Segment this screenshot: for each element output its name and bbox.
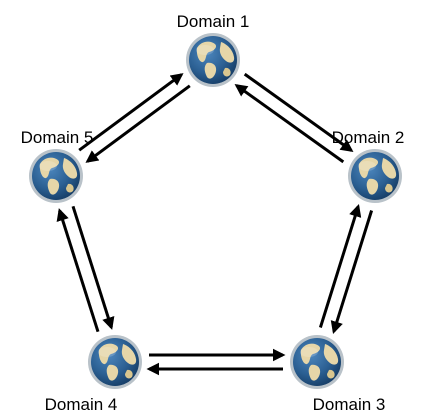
domain-node-3: Domain 3	[290, 335, 385, 414]
links-layer	[56, 72, 374, 376]
globe-icon	[186, 33, 240, 87]
domain-label: Domain 3	[313, 395, 386, 414]
domain-label: Domain 1	[177, 12, 250, 31]
globe-icon	[29, 149, 83, 203]
arrow-d5-to-d4	[71, 205, 115, 330]
domain-label: Domain 2	[332, 128, 405, 147]
arrow-d3-to-d2	[318, 203, 362, 328]
domain-node-4: Domain 4	[45, 335, 142, 414]
globe-icon	[290, 335, 344, 389]
arrow-d1-to-d5	[85, 84, 191, 163]
domain-node-5: Domain 5	[21, 128, 94, 203]
domain-node-2: Domain 2	[332, 128, 405, 203]
domain-label: Domain 4	[45, 395, 118, 414]
arrow-d1-to-d2	[243, 72, 354, 152]
nodes-layer: Domain 1 Domain 2 Domain 3 Domain 4 Domain 5	[21, 12, 405, 414]
globe-icon	[88, 335, 142, 389]
domain-node-1: Domain 1	[177, 12, 250, 87]
arrow-d4-to-d5	[56, 208, 100, 333]
domain-label: Domain 5	[21, 128, 94, 147]
arrow-d2-to-d1	[234, 84, 345, 164]
arrow-d2-to-d3	[330, 210, 374, 335]
arrow-d5-to-d1	[78, 73, 184, 152]
globe-icon	[348, 149, 402, 203]
